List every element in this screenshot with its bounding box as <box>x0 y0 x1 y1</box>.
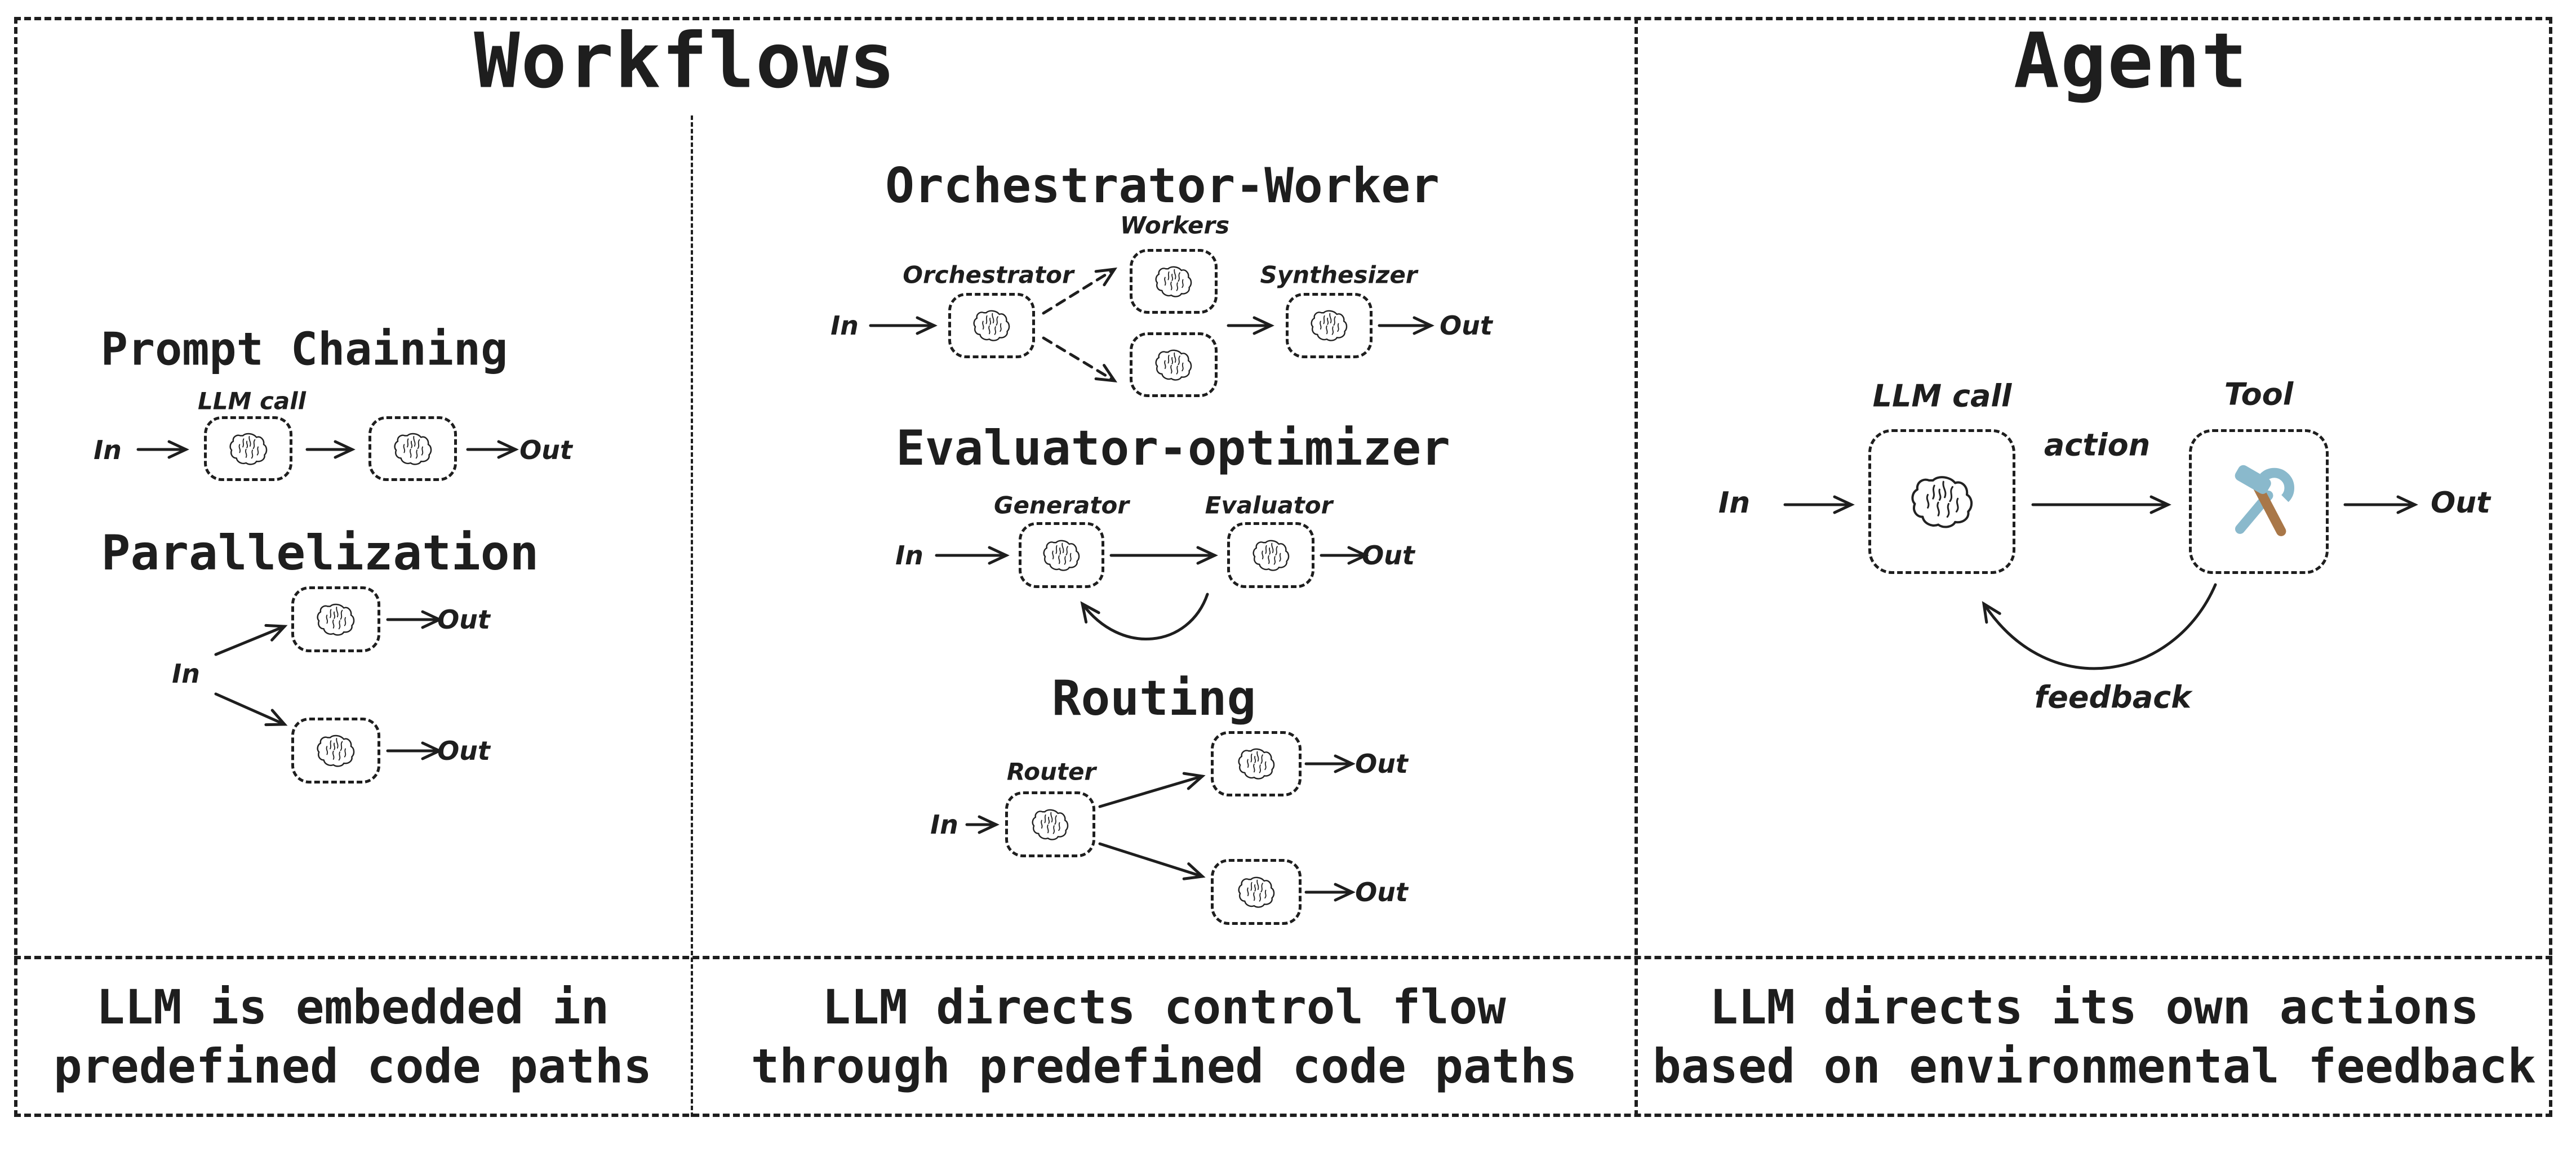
out-label: Out <box>519 435 572 465</box>
llm-call-label: LLM call <box>198 387 306 415</box>
agent-caption-line2: based on environmental feedback <box>1653 1039 2536 1094</box>
brain-icon <box>1909 473 1975 531</box>
out-label: Out <box>1440 310 1493 341</box>
evaluator-box <box>1227 522 1314 588</box>
llm-box <box>291 586 380 652</box>
brain-icon <box>1031 807 1070 842</box>
parallelization-title: Parallelization <box>101 525 539 581</box>
synthesizer-label: Synthesizer <box>1260 261 1418 289</box>
brain-icon <box>1251 538 1291 573</box>
brain-icon <box>316 733 356 769</box>
caption-row-divider <box>14 956 2552 959</box>
evaluator-label: Evaluator <box>1205 491 1333 519</box>
agent-caption-line1: LLM directs its own actions <box>1709 980 2479 1035</box>
out-label: Out <box>2430 486 2491 520</box>
brain-icon <box>1154 264 1193 299</box>
in-label: In <box>1718 486 1751 520</box>
llm-call-label: LLM call <box>1872 378 2012 414</box>
workflows-title: Workflows <box>474 16 896 105</box>
brain-icon <box>393 431 433 467</box>
brain-icon <box>1154 348 1193 382</box>
in-label: In <box>930 809 958 840</box>
brain-icon <box>1309 308 1349 343</box>
agent-title: Agent <box>2013 16 2249 105</box>
brain-icon <box>1237 875 1276 910</box>
orchestrator-worker-title: Orchestrator-Worker <box>885 158 1440 214</box>
brain-icon <box>972 308 1011 343</box>
in-label: In <box>895 540 923 571</box>
orchestrator-box <box>948 293 1035 358</box>
workflows-left-caption-line1: LLM is embedded in <box>96 980 610 1035</box>
brain-icon <box>1237 746 1276 781</box>
out-label: Out <box>1355 877 1408 907</box>
out-label: Out <box>1355 749 1408 779</box>
worker-box <box>1130 332 1218 397</box>
brain-icon <box>228 431 269 467</box>
out-label: Out <box>437 604 490 635</box>
llm-box <box>291 718 380 783</box>
llm-box <box>1868 429 2015 574</box>
llm-box <box>204 416 292 481</box>
workflows-middle-caption-line2: through predefined code paths <box>750 1039 1578 1094</box>
hammer-wrench-icon <box>2221 464 2297 540</box>
router-box <box>1005 791 1095 857</box>
brain-icon <box>316 602 356 638</box>
in-label: In <box>94 435 122 465</box>
generator-label: Generator <box>993 491 1130 519</box>
routing-title: Routing <box>1051 670 1256 727</box>
llm-box <box>368 416 457 481</box>
worker-box <box>1130 249 1218 314</box>
brain-icon <box>1042 538 1081 573</box>
feedback-label: feedback <box>2034 679 2192 715</box>
workflows-column-divider <box>691 115 693 1117</box>
in-label: In <box>172 658 200 689</box>
action-label: action <box>2044 427 2151 463</box>
workers-label: Workers <box>1120 211 1230 239</box>
route-target-box <box>1211 859 1302 925</box>
in-label: In <box>830 310 859 341</box>
workflows-middle-caption-line1: LLM directs control flow <box>822 980 1506 1035</box>
router-label: Router <box>1006 758 1096 786</box>
orchestrator-label: Orchestrator <box>903 261 1074 289</box>
out-label: Out <box>437 736 490 766</box>
route-target-box <box>1211 731 1302 796</box>
evaluator-optimizer-title: Evaluator-optimizer <box>896 420 1450 477</box>
prompt-chaining-title: Prompt Chaining <box>100 323 508 376</box>
tool-box <box>2189 429 2329 574</box>
out-label: Out <box>1362 540 1415 571</box>
workflows-agent-divider <box>1635 17 1638 1117</box>
generator-box <box>1019 522 1104 588</box>
synthesizer-box <box>1286 293 1373 358</box>
diagram-outer-border <box>14 17 2552 1117</box>
tool-label: Tool <box>2224 376 2294 412</box>
workflows-left-caption-line2: predefined code paths <box>53 1039 652 1094</box>
